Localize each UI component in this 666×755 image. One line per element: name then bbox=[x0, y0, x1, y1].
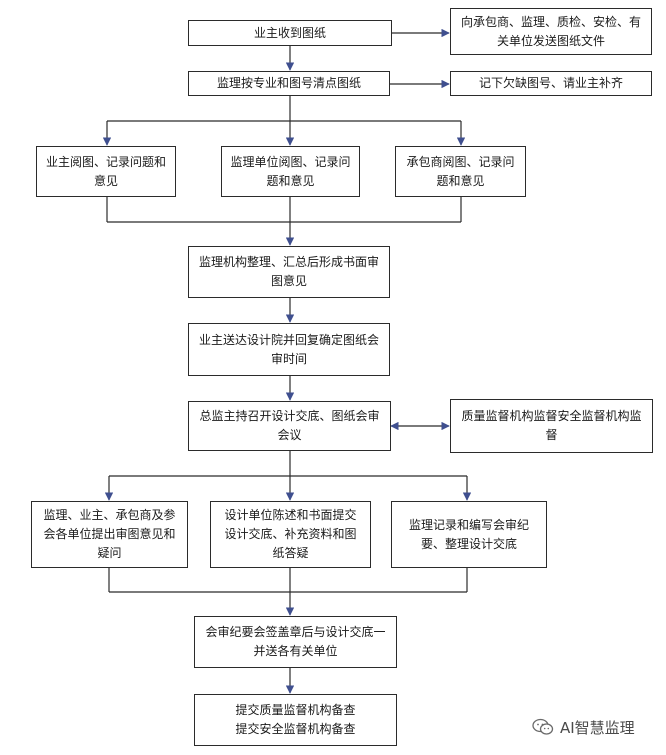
node-design-explain-label: 设计单位陈述和书面提交设计交底、补充资料和图纸答疑 bbox=[224, 508, 357, 560]
node-minutes-label: 监理记录和编写会审纪要、整理设计交底 bbox=[408, 517, 529, 551]
node-chair-meeting-label: 总监主持召开设计交底、图纸会审会议 bbox=[199, 409, 380, 442]
node-supervisor-unit-review-label: 监理单位阅图、记录问题和意见 bbox=[230, 154, 351, 188]
node-distribute-label: 向承包商、监理、质检、安检、有关单位发送图纸文件 bbox=[460, 14, 641, 48]
node-owner-review-label: 业主阅图、记录问题和意见 bbox=[45, 154, 166, 188]
node-chair-meeting: 总监主持召开设计交底、图纸会审会议 bbox=[188, 401, 391, 451]
node-receive-drawings: 业主收到图纸 bbox=[188, 20, 392, 46]
node-sign-seal-send: 会审纪要会签盖章后与设计交底一并送各有关单位 bbox=[194, 616, 397, 668]
node-quality-safety-supervision: 质量监督机构监督安全监督机构监督 bbox=[450, 399, 653, 453]
node-supervisor-unit-review: 监理单位阅图、记录问题和意见 bbox=[221, 146, 360, 197]
node-parties-raise-label: 监理、业主、承包商及参会各单位提出审图意见和疑问 bbox=[43, 508, 176, 560]
node-owner-review: 业主阅图、记录问题和意见 bbox=[36, 146, 176, 197]
node-receive-label: 业主收到图纸 bbox=[253, 25, 326, 40]
node-submit-safety-label: 提交安全监督机构备查 bbox=[235, 722, 356, 736]
node-minutes-record: 监理记录和编写会审纪要、整理设计交底 bbox=[391, 501, 547, 568]
node-compile-label: 监理机构整理、汇总后形成书面审图意见 bbox=[198, 255, 379, 288]
node-record-missing-label: 记下欠缺图号、请业主补齐 bbox=[478, 76, 623, 90]
node-parties-raise-questions: 监理、业主、承包商及参会各单位提出审图意见和疑问 bbox=[31, 501, 188, 568]
node-check-label: 监理按专业和图号清点图纸 bbox=[216, 76, 361, 90]
node-submit-for-record: 提交质量监督机构备查 提交安全监督机构备查 bbox=[194, 694, 397, 746]
node-record-missing: 记下欠缺图号、请业主补齐 bbox=[450, 71, 652, 96]
watermark: AI智慧监理 bbox=[532, 715, 662, 739]
node-quality-safety-label: 质量监督机构监督安全监督机构监督 bbox=[461, 409, 642, 442]
node-send-design-institute: 业主送达设计院并回复确定图纸会审时间 bbox=[188, 323, 390, 376]
node-check-drawings: 监理按专业和图号清点图纸 bbox=[188, 71, 390, 96]
node-sign-seal-label: 会审纪要会签盖章后与设计交底一并送各有关单位 bbox=[205, 625, 386, 658]
node-contractor-review: 承包商阅图、记录问题和意见 bbox=[395, 146, 526, 197]
node-design-unit-explain: 设计单位陈述和书面提交设计交底、补充资料和图纸答疑 bbox=[210, 501, 371, 568]
node-contractor-review-label: 承包商阅图、记录问题和意见 bbox=[406, 154, 515, 188]
node-compile-opinions: 监理机构整理、汇总后形成书面审图意见 bbox=[188, 246, 390, 298]
wechat-icon bbox=[532, 718, 554, 735]
node-distribute-files: 向承包商、监理、质检、安检、有关单位发送图纸文件 bbox=[450, 8, 652, 55]
node-submit-quality-label: 提交质量监督机构备查 bbox=[235, 703, 356, 717]
watermark-text: AI智慧监理 bbox=[560, 718, 635, 737]
node-send-design-label: 业主送达设计院并回复确定图纸会审时间 bbox=[198, 332, 379, 366]
